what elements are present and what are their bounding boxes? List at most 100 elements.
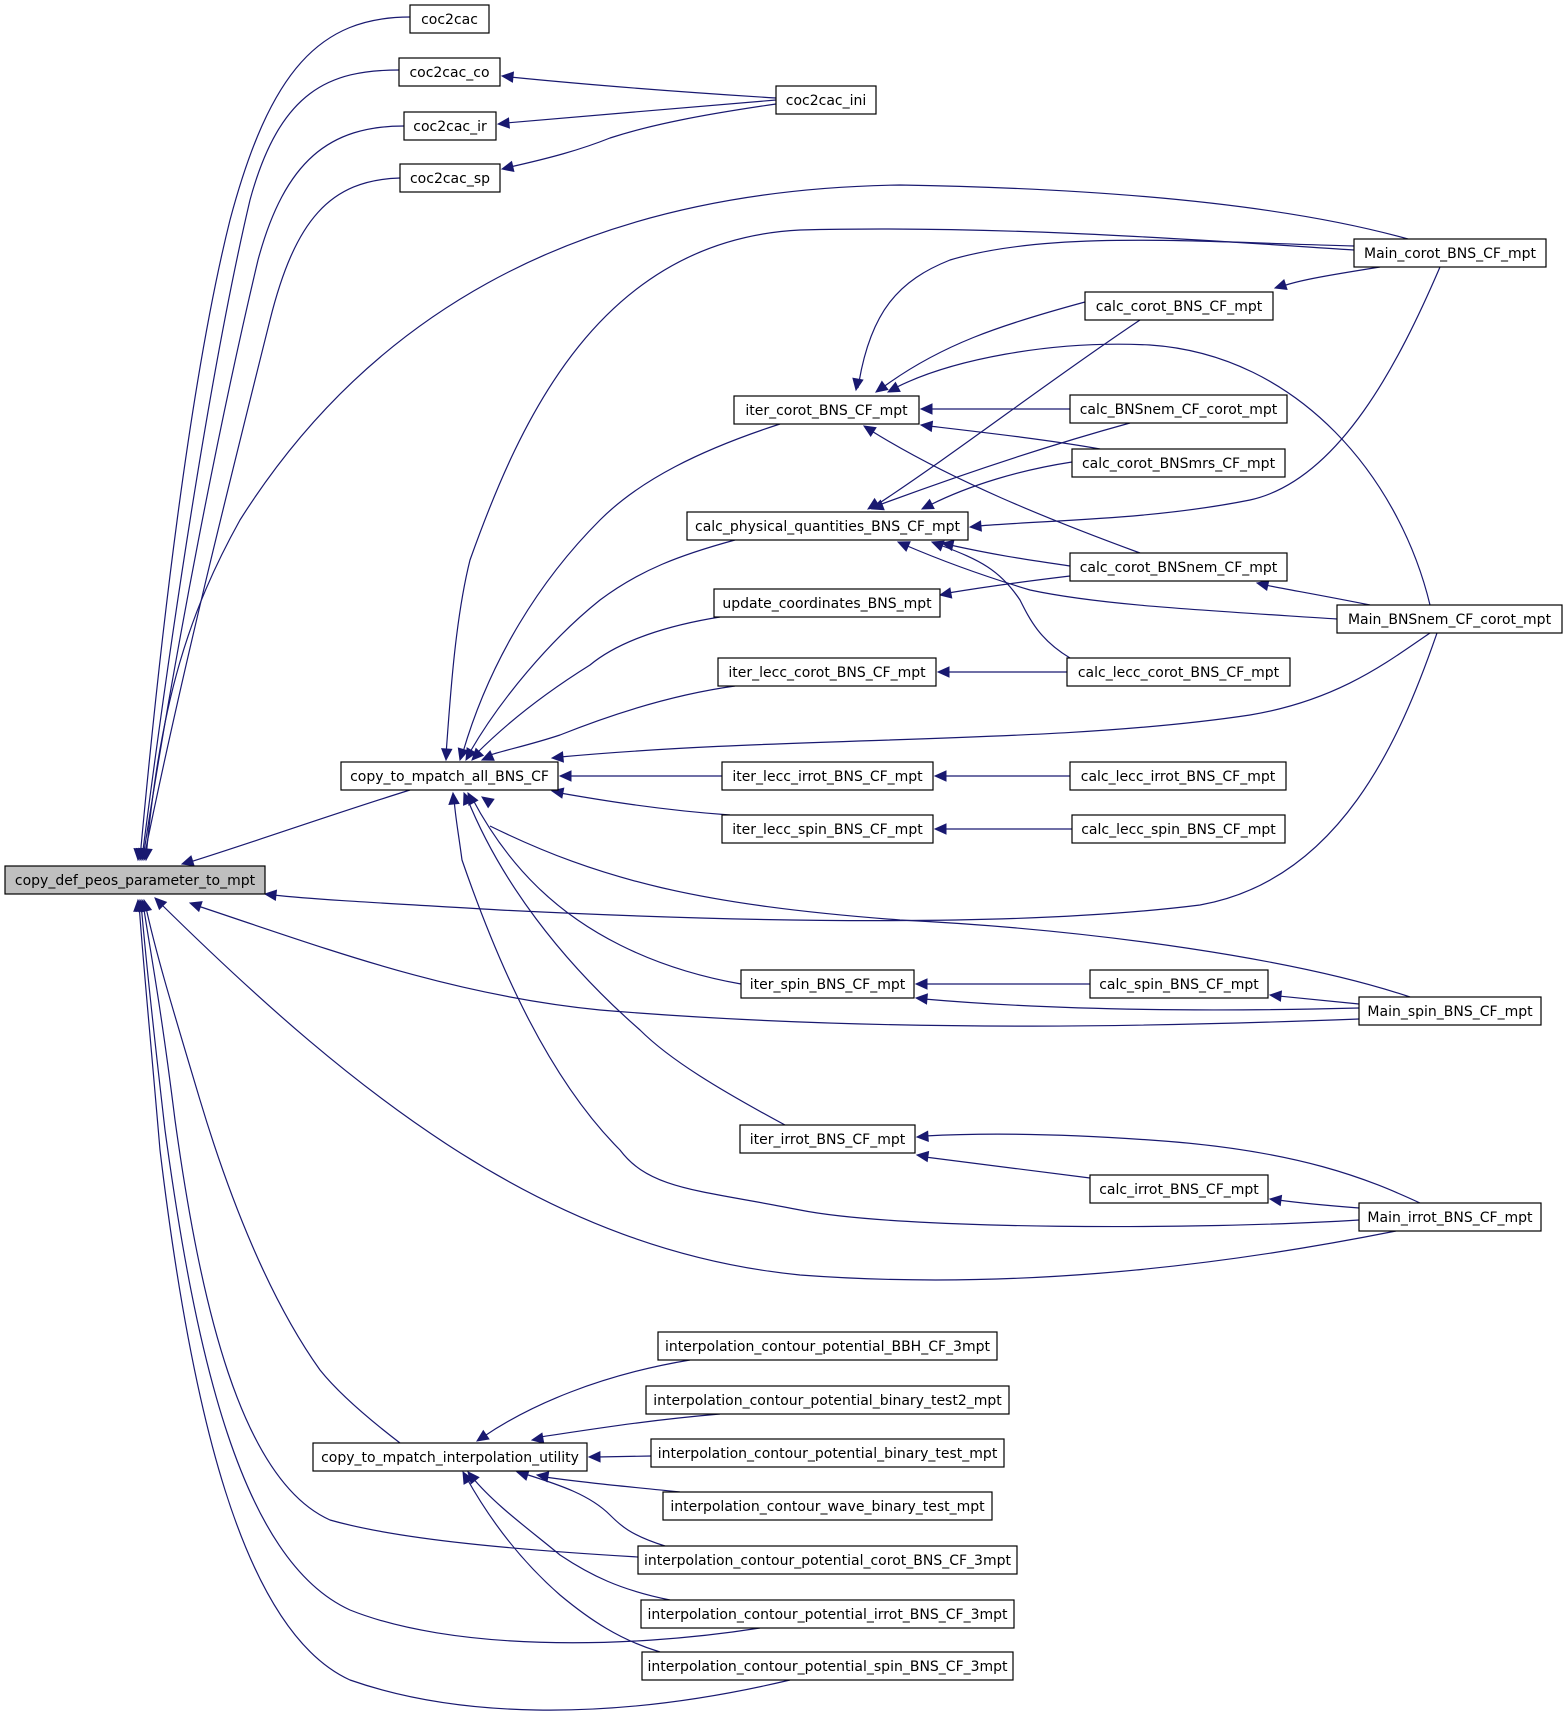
edge-main_irrot-to-calc_irrot <box>1268 1194 1360 1209</box>
node-iter_spin[interactable]: iter_spin_BNS_CF_mpt <box>740 969 915 999</box>
edge-calc_phys-to-copy_all <box>465 539 736 762</box>
arrowhead <box>530 1432 545 1444</box>
edge-calc_corot-to-main_corot <box>1273 266 1381 290</box>
edge-iter_irrot-to-copy_all <box>463 791 786 1126</box>
arrowhead <box>465 747 477 762</box>
node-box <box>686 511 969 541</box>
edge-main_spin-to-calc_spin <box>1268 990 1360 1005</box>
arrowhead <box>915 1150 930 1163</box>
edge-coc2cac_sp-to-root <box>140 177 401 862</box>
arrowhead <box>1255 579 1270 592</box>
node-coc2cac[interactable]: coc2cac <box>409 4 490 34</box>
node-copy_interp[interactable]: copy_to_mpatch_interpolation_utility <box>312 1442 588 1472</box>
edge-iter_lecc_irrot-to-copy_all <box>558 770 722 782</box>
node-box <box>409 4 490 34</box>
node-main_corot[interactable]: Main_corot_BNS_CF_mpt <box>1353 238 1547 268</box>
node-box <box>1353 238 1547 268</box>
node-main_spin[interactable]: Main_spin_BNS_CF_mpt <box>1358 996 1542 1026</box>
node-box <box>403 111 497 141</box>
edge-calc_lecc_irrot-to-iter_lecc_irrot <box>933 770 1070 782</box>
node-box <box>650 1438 1005 1468</box>
node-copy_all[interactable]: copy_to_mpatch_all_BNS_CF <box>340 761 559 791</box>
node-calc_bnsnem_corot[interactable]: calc_BNSnem_CF_corot_mpt <box>1069 394 1288 424</box>
edge-calc_corot_bnsnem-to-calc_phys <box>940 539 1071 567</box>
edge-line <box>489 825 1411 998</box>
node-label: coc2cac_sp <box>410 171 490 187</box>
edge-calc_spin-to-iter_spin <box>914 978 1090 990</box>
node-main_irrot[interactable]: Main_irrot_BNS_CF_mpt <box>1358 1202 1542 1232</box>
node-ip_bbh[interactable]: interpolation_contour_potential_BBH_CF_3… <box>657 1331 998 1361</box>
node-label: interpolation_contour_potential_irrot_BN… <box>647 1607 1008 1623</box>
node-ip_bt2[interactable]: interpolation_contour_potential_binary_t… <box>645 1385 1010 1415</box>
edge-line <box>947 575 1071 594</box>
arrowhead <box>1273 278 1288 290</box>
arrowhead <box>862 425 877 438</box>
edge-main_corot-to-root <box>141 184 1409 862</box>
arrowhead <box>936 666 950 678</box>
edge-calc_corot_bnsmrs-to-iter_corot <box>919 420 1101 450</box>
edge-main_corot-to-iter_corot <box>852 239 1355 392</box>
node-coc2cac_ini[interactable]: coc2cac_ini <box>775 85 877 115</box>
node-root[interactable]: copy_def_peos_parameter_to_mpt <box>4 865 266 895</box>
node-box <box>340 761 559 791</box>
edge-iter_lecc_corot-to-copy_all <box>480 685 736 761</box>
node-box <box>721 761 934 791</box>
node-box <box>1358 996 1542 1026</box>
node-label: Main_spin_BNS_CF_mpt <box>1367 1004 1533 1020</box>
node-calc_lecc_corot[interactable]: calc_lecc_corot_BNS_CF_mpt <box>1066 657 1291 687</box>
node-calc_lecc_spin[interactable]: calc_lecc_spin_BNS_CF_mpt <box>1071 814 1286 844</box>
edge-line <box>462 423 781 753</box>
edge-calc_corot-to-iter_corot <box>875 301 1086 393</box>
node-label: interpolation_contour_potential_BBH_CF_3… <box>665 1339 990 1355</box>
edge-line <box>924 1133 1421 1204</box>
node-calc_corot[interactable]: calc_corot_BNS_CF_mpt <box>1084 291 1274 321</box>
node-box <box>1071 448 1286 478</box>
node-ip_bt[interactable]: interpolation_contour_potential_binary_t… <box>650 1438 1005 1468</box>
node-label: calc_physical_quantities_BNS_CF_mpt <box>695 519 960 535</box>
node-calc_corot_bnsnem[interactable]: calc_corot_BNSnem_CF_mpt <box>1069 552 1288 582</box>
node-calc_spin[interactable]: calc_spin_BNS_CF_mpt <box>1089 969 1269 999</box>
node-label: iter_spin_BNS_CF_mpt <box>750 977 906 993</box>
node-iter_lecc_spin[interactable]: iter_lecc_spin_BNS_CF_mpt <box>721 814 934 844</box>
node-iter_corot[interactable]: iter_corot_BNS_CF_mpt <box>733 395 920 425</box>
edge-line <box>159 902 1397 1281</box>
node-coc2cac_co[interactable]: coc2cac_co <box>398 57 501 87</box>
edge-calc_irrot-to-iter_irrot <box>915 1150 1091 1179</box>
node-calc_irrot[interactable]: calc_irrot_BNS_CF_mpt <box>1089 1174 1269 1204</box>
arrowhead <box>587 1451 601 1463</box>
edge-ip_spin-to-root <box>133 898 791 1711</box>
node-iw_bt[interactable]: interpolation_contour_wave_binary_test_m… <box>662 1491 993 1521</box>
edge-calc_corot_bnsnem-to-iter_corot <box>862 425 1141 554</box>
edge-main_bnsnem-to-copy_all <box>550 632 1431 763</box>
node-box <box>733 395 920 425</box>
arrowhead <box>448 791 460 805</box>
node-ip_corot[interactable]: interpolation_contour_potential_corot_BN… <box>637 1545 1018 1575</box>
node-iter_irrot[interactable]: iter_irrot_BNS_CF_mpt <box>739 1124 916 1154</box>
edge-line <box>453 797 1360 1228</box>
edge-line <box>539 1413 721 1438</box>
node-update_coords[interactable]: update_coordinates_BNS_mpt <box>713 588 941 618</box>
node-coc2cac_sp[interactable]: coc2cac_sp <box>399 163 501 193</box>
node-iter_lecc_irrot[interactable]: iter_lecc_irrot_BNS_CF_mpt <box>721 761 934 791</box>
node-label: calc_corot_BNSmrs_CF_mpt <box>1082 456 1276 472</box>
node-iter_lecc_corot[interactable]: iter_lecc_corot_BNS_CF_mpt <box>717 657 937 687</box>
edge-coc2cac_ini-to-coc2cac_sp <box>500 103 777 173</box>
edge-iter_corot-to-copy_all <box>457 423 781 762</box>
arrowhead <box>441 748 453 762</box>
node-main_bnsnem[interactable]: Main_BNSnem_CF_corot_mpt <box>1336 604 1563 634</box>
arrowhead <box>896 541 911 552</box>
node-calc_corot_bnsmrs[interactable]: calc_corot_BNSmrs_CF_mpt <box>1071 448 1286 478</box>
node-box <box>721 814 934 844</box>
node-coc2cac_ir[interactable]: coc2cac_ir <box>403 111 497 141</box>
node-label: coc2cac <box>421 12 478 28</box>
edge-line <box>869 429 1141 554</box>
node-ip_irrot[interactable]: interpolation_contour_potential_irrot_BN… <box>640 1599 1015 1629</box>
node-calc_lecc_irrot[interactable]: calc_lecc_irrot_BNS_CF_mpt <box>1069 761 1287 791</box>
edge-ip_bt-to-copy_interp <box>587 1451 652 1463</box>
edge-main_irrot-to-copy_all <box>448 791 1360 1228</box>
edge-main_spin-to-copy_all <box>481 796 1411 998</box>
edge-line <box>559 632 1431 758</box>
node-ip_spin[interactable]: interpolation_contour_potential_spin_BNS… <box>641 1651 1014 1681</box>
edge-line <box>466 797 786 1126</box>
node-calc_phys[interactable]: calc_physical_quantities_BNS_CF_mpt <box>686 511 969 541</box>
